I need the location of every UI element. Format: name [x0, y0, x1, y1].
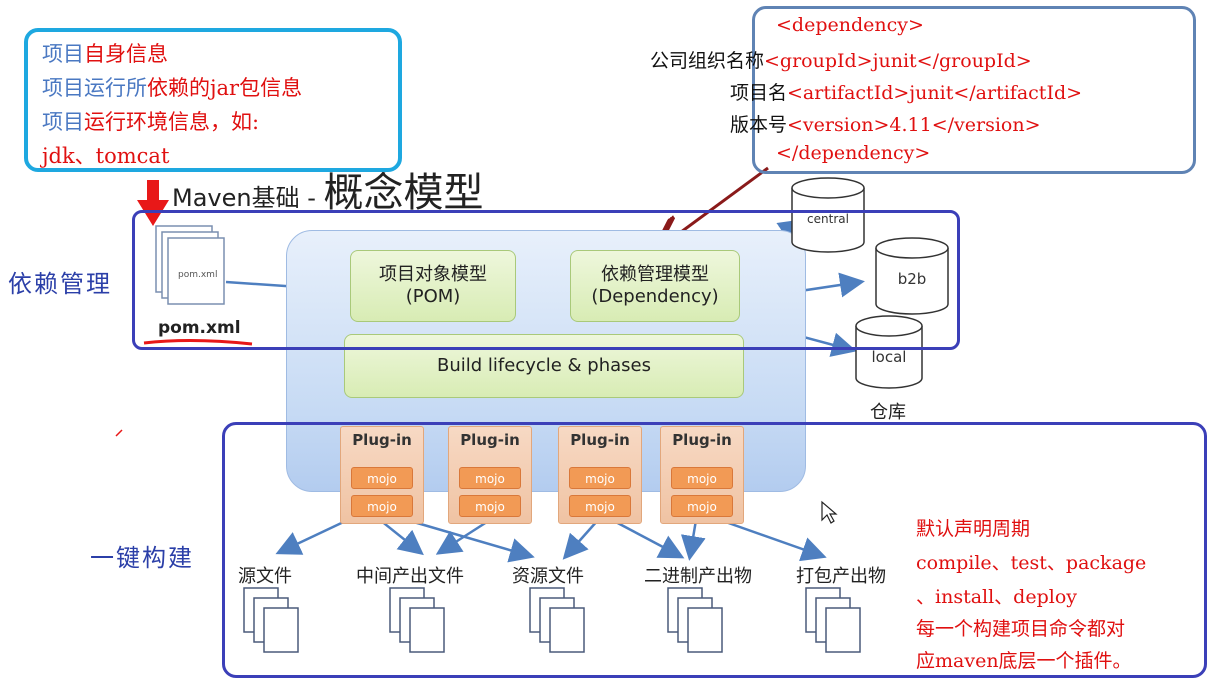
document-stack-icon: [667, 587, 723, 653]
document-stack-icon: [805, 587, 861, 653]
mojo-block: mojo: [671, 467, 733, 489]
info-line-4: jdk、tomcat: [42, 144, 170, 168]
mojo-block: mojo: [459, 467, 521, 489]
pom-model-title: 项目对象模型: [379, 263, 487, 285]
b2b-repository-label: b2b: [897, 270, 927, 288]
pom-document-label: pom.xml: [178, 270, 218, 280]
lifecycle-note-2: compile、test、package: [916, 552, 1147, 574]
dependency-version-row: 版本号<version>4.11</version>: [730, 110, 1041, 137]
stray-mark: [115, 429, 123, 437]
diagram-title: Maven基础 - 概念模型: [172, 160, 484, 218]
lifecycle-note-3: 、install、deploy: [916, 586, 1077, 608]
plugin-title: Plug-in: [672, 431, 732, 449]
arrow-plugin-to-intermediate: [379, 519, 424, 556]
plugin-box-4: Plug-in mojo mojo: [660, 426, 744, 524]
arrow-plugin4-to-package: [719, 518, 827, 562]
dependency-management-region: [132, 210, 960, 350]
lifecycle-label: Build lifecycle & phases: [436, 354, 651, 376]
red-arrow-shaft: [147, 180, 159, 202]
mojo-block: mojo: [569, 467, 631, 489]
arrow-plugin3-to-binary: [611, 518, 685, 559]
document-stack-icon: [243, 587, 299, 653]
arrow-plugin4-to-binary: [680, 519, 706, 561]
pom-document-icon: [155, 225, 225, 305]
version-label: 版本号: [730, 114, 788, 136]
artifact-id-label: 项目名: [730, 82, 788, 104]
info-line-2-prefix: 项目运行所: [42, 76, 147, 100]
local-repository-icon: [855, 315, 923, 389]
info-line-3-prefix: 项目: [42, 110, 84, 134]
dependency-group-row: 公司组织名称<groupId>junit</groupId>: [650, 46, 1032, 73]
mojo-block: mojo: [459, 495, 521, 517]
mojo-block: mojo: [671, 495, 733, 517]
plugin-title: Plug-in: [570, 431, 630, 449]
cursor-icon: [821, 500, 838, 524]
lifecycle-note-1: 默认声明周期: [916, 518, 1031, 540]
output-label-binary: 二进制产出物: [644, 566, 752, 587]
output-label-resource: 资源文件: [512, 566, 584, 587]
plugin-box-2: Plug-in mojo mojo: [448, 426, 532, 524]
mojo-block: mojo: [351, 495, 413, 517]
output-label-source: 源文件: [238, 566, 292, 587]
plugin-box-3: Plug-in mojo mojo: [558, 426, 642, 524]
info-line-1-prefix: 项目: [42, 42, 84, 66]
diagram-title-prefix: Maven基础 -: [172, 184, 324, 212]
info-line-3-highlight: 运行环境信息，如:: [84, 110, 260, 134]
red-arrow-head: [137, 200, 169, 226]
diagram-title-main: 概念模型: [323, 170, 484, 216]
info-line-2-highlight: 依赖的jar包信息: [147, 76, 303, 100]
artifact-id-value: <artifactId>junit</artifactId>: [787, 82, 1083, 104]
dependency-management-label: 依赖管理: [8, 270, 112, 298]
local-repository-label: local: [871, 348, 907, 366]
dependency-artifact-row: 项目名<artifactId>junit</artifactId>: [730, 78, 1082, 105]
pom-caption: pom.xml: [158, 318, 241, 338]
output-label-intermediate: 中间产出文件: [356, 566, 464, 587]
plugin-title: Plug-in: [352, 431, 412, 449]
group-id-label: 公司组织名称: [650, 50, 765, 72]
version-value: <version>4.11</version>: [787, 114, 1041, 136]
dependency-model-subtitle: (Dependency): [591, 286, 719, 307]
dependency-model-box: 依赖管理模型(Dependency): [570, 250, 740, 322]
one-click-build-region: [222, 422, 1207, 678]
pom-model-subtitle: (POM): [405, 286, 461, 307]
arrow-plugin3-to-resource: [562, 519, 599, 560]
mojo-block: mojo: [569, 495, 631, 517]
dependency-xml-box: [752, 6, 1196, 174]
repository-caption: 仓库: [870, 402, 906, 423]
central-repository-label: central: [807, 212, 849, 226]
dependency-open-tag: <dependency>: [776, 14, 924, 36]
group-id-value: <groupId>junit</groupId>: [764, 50, 1032, 72]
plugin-box-1: Plug-in mojo mojo: [340, 426, 424, 524]
mojo-block: mojo: [351, 467, 413, 489]
dependency-model-title: 依赖管理模型: [600, 263, 709, 285]
document-stack-icon: [389, 587, 445, 653]
plugin-title: Plug-in: [460, 431, 520, 449]
pom-model-box: 项目对象模型(POM): [350, 250, 516, 322]
lifecycle-note-4: 每一个构建项目命令都对: [916, 618, 1126, 640]
one-click-build-label: 一键构建: [90, 544, 194, 572]
document-stack-icon: [529, 587, 585, 653]
lifecycle-box: Build lifecycle & phases: [344, 334, 744, 398]
dependency-close-tag: </dependency>: [776, 142, 931, 164]
project-info-box: 项目自身信息 项目运行所依赖的jar包信息 项目运行环境信息，如: jdk、to…: [24, 28, 402, 172]
pom-underline: [143, 339, 253, 346]
central-repository-icon: [791, 177, 865, 253]
arrow-plugin-to-source: [275, 516, 353, 555]
arrow-plugin2-to-intermediate: [435, 518, 491, 555]
output-label-package: 打包产出物: [796, 566, 886, 587]
info-line-1-highlight: 自身信息: [84, 42, 168, 66]
lifecycle-note-5: 应maven底层一个插件。: [916, 650, 1132, 672]
b2b-repository-icon: [875, 237, 949, 315]
